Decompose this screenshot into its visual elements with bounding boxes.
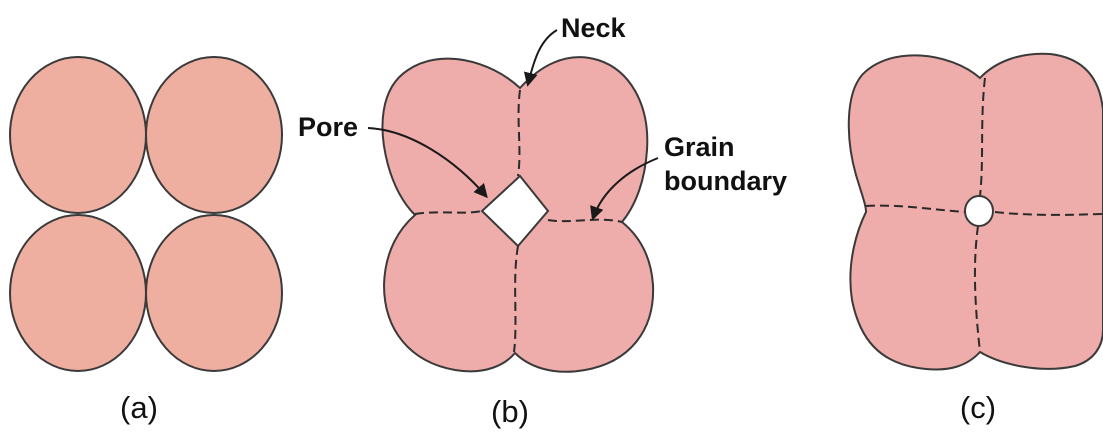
particle-a-bottom-left (10, 215, 146, 371)
neck-label: Neck (561, 13, 627, 43)
pore-c (965, 196, 993, 226)
particle-a-top-right (146, 57, 282, 213)
particle-a-bottom-right (146, 215, 282, 371)
panel-b (383, 57, 654, 372)
pore-label: Pore (298, 112, 358, 142)
panel-label-c: (c) (960, 390, 996, 425)
panel-label-a: (a) (120, 390, 158, 425)
panel-a (10, 57, 282, 371)
grain-boundary-label-line2: boundary (664, 166, 787, 196)
grain-boundary-label-line1: Grain (664, 132, 735, 162)
panel-c (849, 54, 1103, 370)
particle-a-top-left (10, 57, 146, 213)
panel-label-b: (b) (491, 394, 529, 429)
